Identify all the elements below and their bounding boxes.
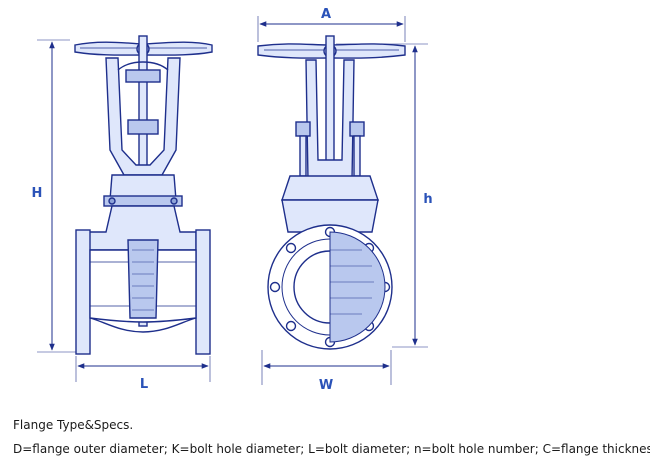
wedge-right [329, 231, 386, 343]
dimension-lines [37, 16, 428, 385]
valve-drawing: A H h L W [32, 7, 433, 393]
wedge-left [127, 239, 159, 319]
flange-left-a [75, 229, 91, 355]
end-view [257, 35, 406, 350]
flange-left-b [195, 229, 211, 355]
label-L: L [140, 377, 148, 392]
caption-title: Flange Type&Specs. [13, 418, 134, 432]
label-W: W [319, 378, 333, 393]
label-A: A [321, 7, 331, 22]
bonnet-right [281, 175, 379, 201]
label-h: h [423, 192, 432, 207]
side-section-view [74, 35, 213, 355]
label-H: H [32, 186, 43, 201]
caption-definitions: D=flange outer diameter; K=bolt hole dia… [13, 442, 650, 456]
